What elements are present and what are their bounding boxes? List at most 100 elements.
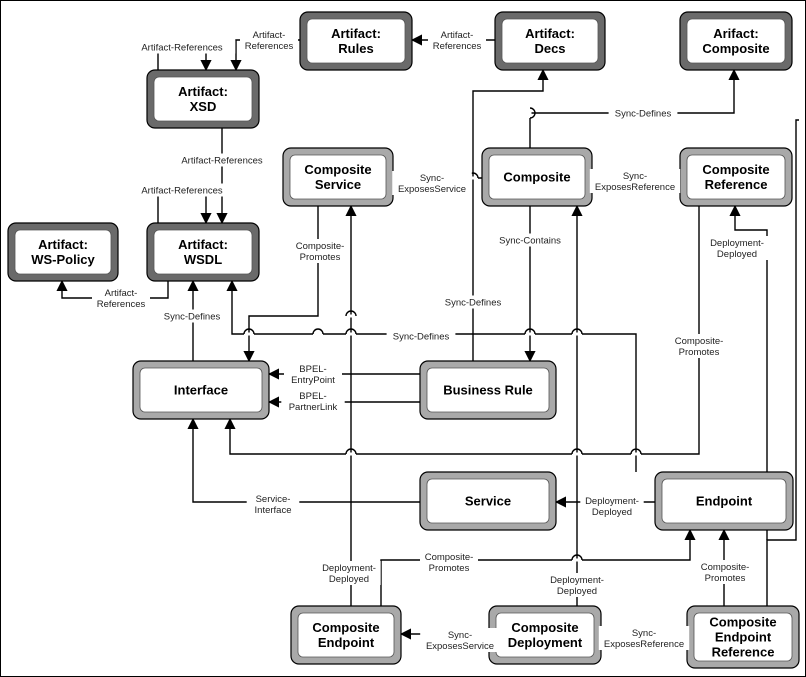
edge-label-text: Sync- — [632, 628, 656, 639]
node-service: Service — [419, 471, 557, 531]
edge-business-rule-to-decs — [472, 68, 549, 361]
node-artifact-decs: Artifact:Decs — [494, 11, 606, 71]
edge-label-text: Artifact- — [105, 288, 138, 299]
edge-label-text: ExposesReference — [595, 182, 675, 193]
edge-label-text: Artifact-References — [141, 43, 223, 54]
node-label: Interface — [174, 383, 228, 398]
edge-label-text: Sync-Contains — [499, 236, 561, 247]
edge-label-text: Deployment- — [550, 575, 604, 586]
edge-label-composite-to-composite-service: Sync-ExposesService — [392, 171, 472, 195]
edge-label-text: Deployment- — [710, 238, 764, 249]
node-label: WS-Policy — [31, 252, 95, 267]
node-artifact-xsd: Artifact:XSD — [146, 69, 260, 129]
edge-label-text: Sync- — [448, 630, 472, 641]
node-label: XSD — [190, 99, 217, 114]
node-artifact-rules: Artifact:Rules — [299, 11, 413, 71]
edge-label-text: Composite- — [675, 336, 724, 347]
edge-label-composite-endpoint-to-composite-service: Deployment-Deployed — [317, 561, 381, 585]
edge-label-composite-to-business-rule: Sync-Contains — [492, 233, 568, 247]
node-composite: Composite — [481, 147, 593, 207]
edge-label-business-rule-partnerlink: BPEL-PartnerLink — [281, 389, 345, 413]
edge-label-text: Composite- — [296, 241, 345, 252]
edge-label-xsd-self: Artifact-References — [128, 40, 236, 54]
edge-label-composite-reference-to-interface: Composite-Promotes — [670, 334, 728, 358]
edge-xsd-self-ref — [157, 50, 212, 72]
edge-label-xsd-to-wsdl: Artifact-References — [168, 153, 276, 167]
edge-label-text: Promotes — [679, 347, 720, 358]
edge-label-text: PartnerLink — [289, 402, 338, 413]
edge-label-text: Artifact-References — [181, 156, 263, 167]
edge-label-text: Sync-Defines — [615, 109, 672, 120]
node-label: Artifact: — [331, 26, 381, 41]
edge-endpoint-ref-to-composite-reference-2 — [729, 204, 768, 540]
edge-labels: Artifact-ReferencesArtifact-ReferencesAr… — [92, 28, 769, 652]
edge-label-composite-deployment-to-composite: Deployment-Deployed — [545, 573, 609, 597]
node-artifact-composite: Arifact:Composite — [679, 11, 793, 71]
edge-label-text: Deployed — [592, 507, 632, 518]
edge-label-text: EntryPoint — [291, 375, 335, 386]
edge-label-text: Sync- — [420, 173, 444, 184]
node-label: Artifact: — [525, 26, 575, 41]
edge-label-text: BPEL- — [299, 391, 326, 402]
node-label: Composite — [304, 162, 371, 177]
edge-label-rules-to-xsd: Artifact-References — [240, 28, 298, 52]
edge-label-text: Artifact- — [441, 30, 474, 41]
edge-label-text: Promotes — [429, 563, 470, 574]
node-interface: Interface — [132, 360, 270, 420]
edge-label-text: Deployment- — [585, 496, 639, 507]
node-label: Endpoint — [696, 494, 753, 509]
node-label: Artifact: — [38, 237, 88, 252]
edge-label-text: BPEL- — [299, 364, 326, 375]
edge-label-service-to-interface: Service-Interface — [246, 492, 300, 516]
edge-label-text: ExposesService — [426, 641, 494, 652]
edge-label-text: Sync-Defines — [445, 298, 502, 309]
edge-label-text: Deployed — [557, 586, 597, 597]
edge-endpoint-ref-to-composite-reference — [766, 119, 799, 606]
node-label: Service — [315, 177, 361, 192]
node-label: WSDL — [184, 252, 222, 267]
edge-label-text: References — [97, 299, 146, 310]
edge-service-to-interface — [187, 417, 420, 503]
edge-label-text: References — [433, 41, 482, 52]
edge-composite-reference-to-interface — [224, 206, 700, 455]
node-label: Business Rule — [443, 383, 533, 398]
edge-label-text: Sync-Defines — [164, 312, 221, 323]
edge-label-deployment-to-endpoint-reference: Sync-ExposesReference — [598, 626, 690, 650]
node-label: Reference — [705, 177, 768, 192]
edge-label-text: References — [245, 41, 294, 52]
edge-label-interface-to-wsdl: Sync-Defines — [157, 309, 227, 323]
edge-label-endpoint-to-wsdl: Sync-Defines — [386, 329, 456, 343]
node-endpoint: Endpoint — [654, 471, 794, 531]
node-artifact-wsdl: Artifact:WSDL — [146, 222, 260, 282]
node-label: Deployment — [508, 635, 583, 650]
edge-label-composite-endpoint-to-endpoint: Composite-Promotes — [420, 550, 478, 574]
edge-label-text: Sync-Defines — [393, 332, 450, 343]
node-label: Decs — [534, 41, 565, 56]
edge-composite-endpoint-to-endpoint — [380, 528, 696, 606]
node-label: Rules — [338, 41, 373, 56]
edge-label-text: Artifact- — [253, 30, 286, 41]
edge-label-endpoint-ref-to-endpoint: Composite-Promotes — [696, 560, 754, 584]
edge-label-endpoint-to-service: Deployment-Deployed — [580, 494, 644, 518]
edge-label-composite-to-artifact-composite: Sync-Defines — [608, 106, 678, 120]
edge-label-wsdl-to-wspolicy: Artifact-References — [92, 286, 150, 310]
edge-label-text: Composite- — [701, 562, 750, 573]
node-label: Endpoint — [318, 635, 375, 650]
node-label: Composite — [702, 162, 769, 177]
edge-label-text: Deployment- — [322, 563, 376, 574]
node-label: Service — [465, 494, 511, 509]
edge-label-endpoint-ref-to-composite-reference: Deployment-Deployed — [705, 236, 769, 260]
edge-label-decs-to-rules: Artifact-References — [428, 28, 486, 52]
node-label: Endpoint — [715, 630, 772, 645]
node-label: Composite — [702, 41, 769, 56]
edge-wsdl-self-ref — [157, 193, 212, 225]
node-label: Composite — [312, 620, 379, 635]
edge-label-text: Deployed — [717, 249, 757, 260]
edge-label-text: Interface — [255, 505, 292, 516]
